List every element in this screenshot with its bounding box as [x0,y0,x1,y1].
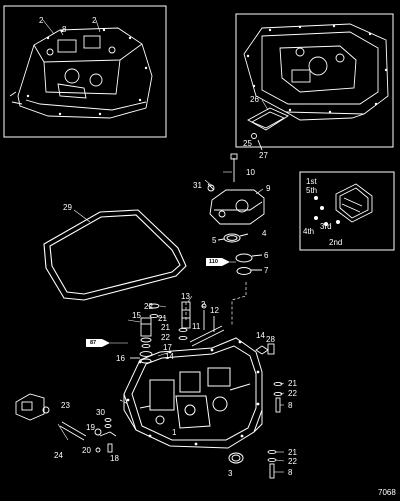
callout-21-upper-left: 21 [158,314,167,323]
callout-8-right: 8 [288,401,293,410]
callout-2-center: 2 [201,300,206,309]
washers-right-of-stack [148,303,188,341]
callout-21-bottom: 21 [288,448,297,457]
figure-id: 7068 [378,488,396,497]
gear-label-5th: 5th [306,186,318,195]
inset-top-right [235,13,394,151]
callout-10: 10 [246,168,255,177]
callout-11: 11 [192,322,201,331]
callout-22-stack: 22 [161,333,170,342]
leader-lines [57,171,285,473]
callout-2-top-middle: 2 [92,16,97,25]
callout-12: 12 [210,306,219,315]
gear-label-3rd: 3rd [320,222,332,231]
seals-6-7 [235,253,263,275]
callout-3: 3 [228,469,233,478]
callout-31: 31 [193,181,202,190]
callout-4: 4 [262,229,267,238]
gasket-29 [43,209,187,301]
callout-22-right: 22 [288,389,297,398]
inset-top-left [3,5,167,138]
callout-2-top-left: 2 [39,16,44,25]
housing-base [123,337,263,449]
callout-14-right: 14 [256,331,265,340]
sealant-tag-110: 110 [209,259,218,265]
inset-gear-positions [299,171,395,251]
callout-19: 19 [86,423,95,432]
gear-label-1st: 1st [306,177,317,186]
callout-14-left: 14 [165,352,174,361]
sensor-assembly [15,393,117,453]
callout-21-right: 21 [288,379,297,388]
callout-23: 23 [61,401,70,410]
callout-24: 24 [54,451,63,460]
callout-7: 7 [264,266,269,275]
callout-1: 1 [172,428,177,437]
callout-8-bottom: 8 [288,468,293,477]
callout-27: 27 [259,151,268,160]
pins-and-studs [181,301,225,347]
sealant-tag-87: 87 [90,340,97,346]
left-plunger-stack [130,317,153,364]
callout-28: 28 [266,335,275,344]
callout-30: 30 [96,408,105,417]
callout-20: 20 [82,446,91,455]
callout-29: 29 [63,203,72,212]
callout-6: 6 [264,251,269,260]
callout-21-stack: 21 [161,323,170,332]
drain-plug-3 [228,452,244,464]
callout-26: 26 [250,95,259,104]
gear-label-4th: 4th [303,227,315,236]
callout-13: 13 [181,292,190,301]
callout-17: 17 [163,343,172,352]
callout-8-top-left: 8 [62,25,67,34]
callout-18: 18 [110,454,119,463]
right-side-fasteners [255,343,283,479]
shift-block-assembly [207,153,265,225]
gear-label-2nd: 2nd [329,238,343,247]
callout-15: 15 [132,311,141,320]
o-rings-4-5 [217,233,249,243]
callout-25: 25 [243,139,252,148]
sealant-tags [86,258,236,347]
callout-9: 9 [266,184,271,193]
callout-22-bottom: 22 [288,457,297,466]
callout-5: 5 [212,236,217,245]
callout-22-upper-left: 22 [144,302,153,311]
callout-16: 16 [116,354,125,363]
